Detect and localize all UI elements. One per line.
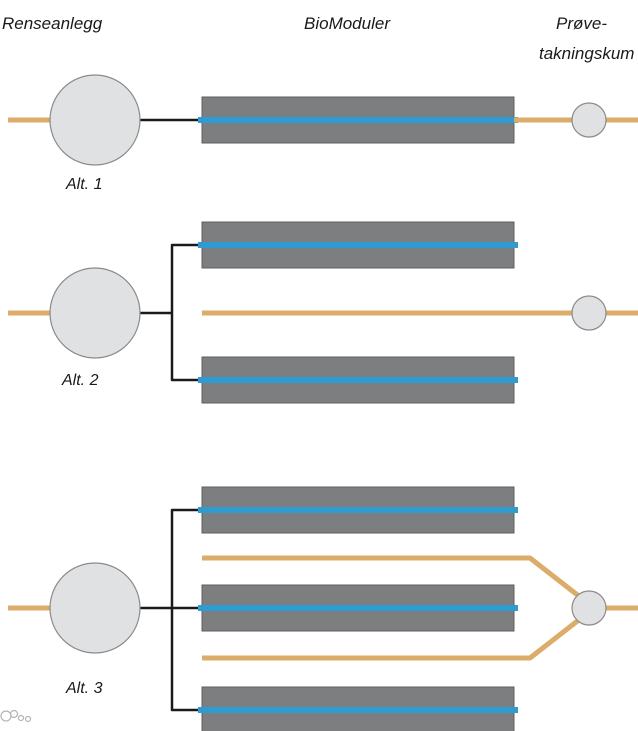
alt3-sampling-well	[571, 590, 607, 626]
header-biomodules: BioModuler	[304, 14, 390, 33]
label-alt-1: Alt. 1	[66, 176, 103, 193]
alt3-bypass-pipe-upper	[202, 555, 582, 599]
alt2-sampling-well	[571, 295, 607, 331]
alt1-treatment-plant	[49, 74, 141, 166]
alt2-treatment-plant	[49, 267, 141, 359]
header-sampling-line1: Prøve-	[556, 14, 607, 33]
alt1-sampling-well	[571, 102, 607, 138]
alt3-treatment-plant	[49, 562, 141, 654]
label-alt-3: Alt. 3	[66, 680, 103, 697]
alt3-bypass-pipe-lower	[202, 617, 582, 661]
alt3-manifold	[170, 508, 202, 712]
alt2-manifold	[170, 243, 202, 382]
logo-icon	[0, 709, 32, 723]
label-alt-2: Alt. 2	[62, 372, 99, 389]
header-treatment-plant: Renseanlegg	[2, 14, 103, 33]
header-sampling-line2: takningskum	[539, 44, 635, 63]
